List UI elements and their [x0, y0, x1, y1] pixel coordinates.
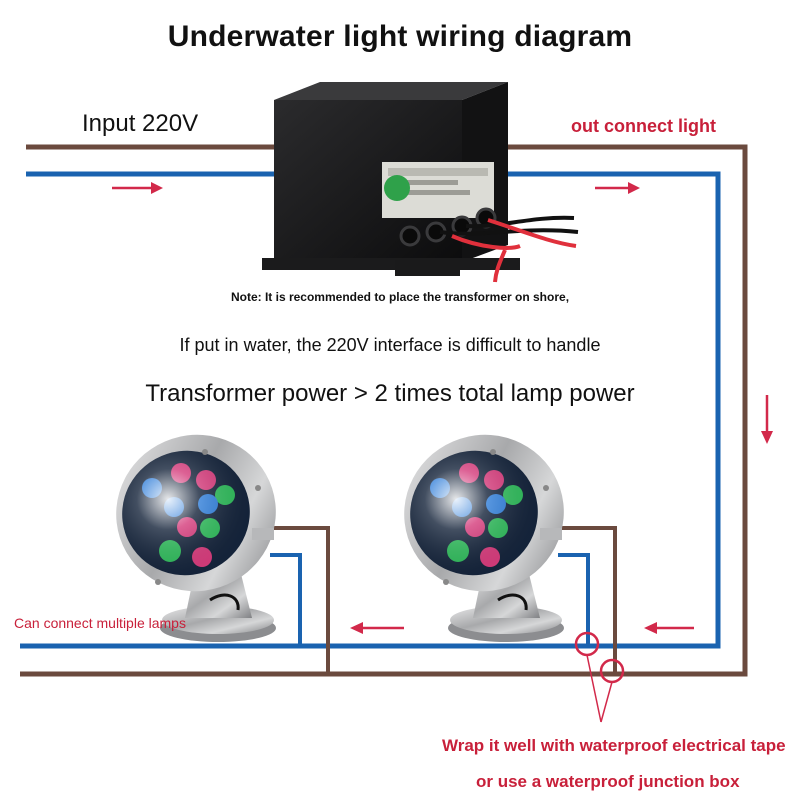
lamp2-wire-leads: [558, 526, 617, 674]
arrow-left-icon: [350, 622, 404, 634]
junction-note-line2: or use a waterproof junction box: [476, 772, 740, 791]
arrow-right-icon: [112, 182, 163, 194]
power-rule: Transformer power > 2 times total lamp p…: [145, 380, 635, 407]
brown-output-wire: [20, 144, 748, 677]
input-voltage-label: Input 220V: [82, 110, 199, 137]
junction-marker-icon: [574, 631, 625, 723]
placement-note: Note: It is recommended to place the tra…: [230, 290, 570, 304]
blue-output-wire: [20, 171, 721, 649]
underwater-lamp-icon: [116, 434, 276, 642]
arrow-right-icon: [595, 182, 640, 194]
placement-note-2: If put in water, the 220V interface is d…: [179, 335, 601, 355]
diagram-title: Underwater light wiring diagram: [167, 20, 633, 53]
underwater-lamp-icon: [404, 434, 564, 642]
multi-lamp-label: Can connect multiple lamps: [14, 615, 186, 631]
arrow-left-icon: [644, 622, 694, 634]
lamp1-wire-leads: [270, 526, 330, 674]
output-label: out connect light: [571, 116, 716, 136]
transformer-icon: [262, 82, 579, 283]
arrow-down-icon: [761, 395, 773, 444]
junction-note-line1: Wrap it well with waterproof electrical …: [442, 736, 786, 755]
